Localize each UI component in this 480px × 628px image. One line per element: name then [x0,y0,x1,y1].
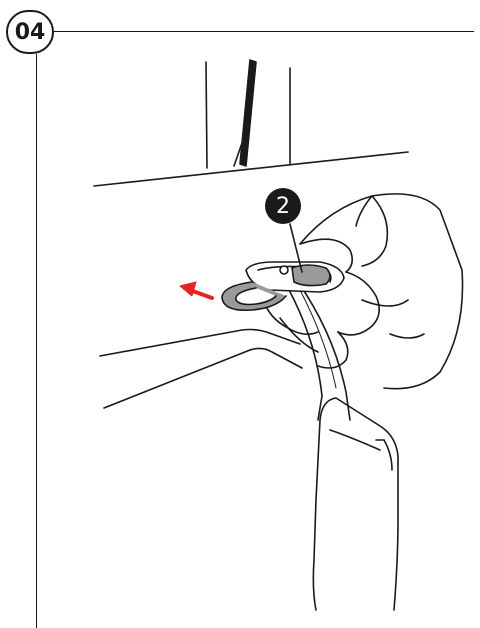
harness-strap [288,282,350,420]
shoulder-pad [313,398,398,610]
callout-number: 2 [276,194,290,219]
seat-shell-lines [100,330,302,409]
callout-badge: 2 [265,188,301,224]
arrow-pull-left-icon [180,282,212,298]
background-lines [94,60,408,186]
